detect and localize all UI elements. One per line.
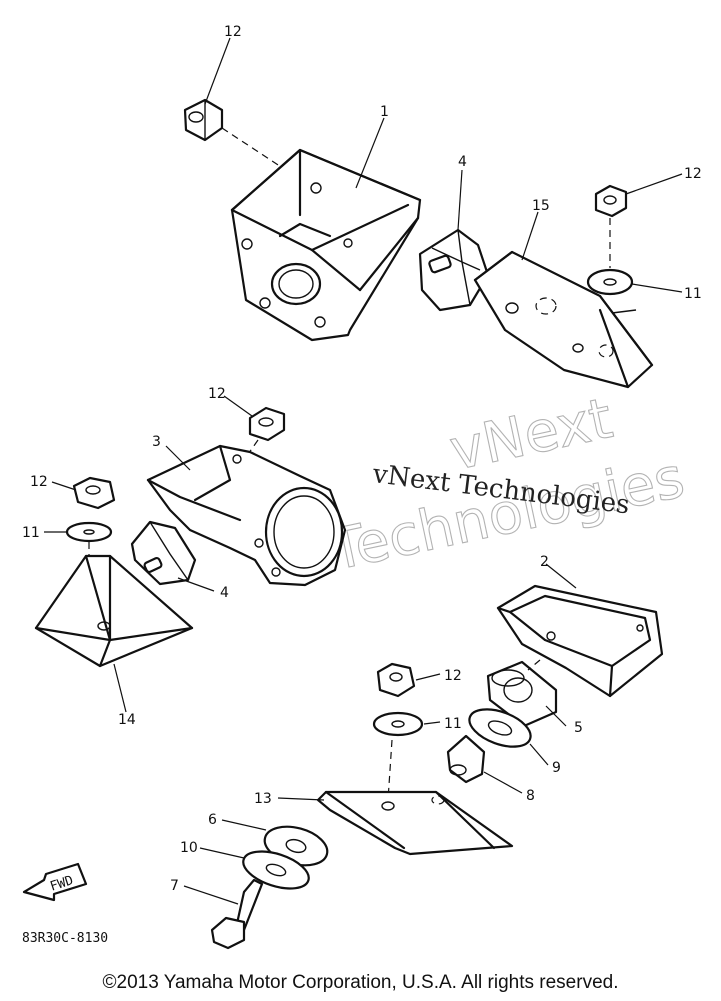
callout-3: 3: [152, 434, 161, 450]
part-1-bracket: [230, 148, 422, 342]
part-3-bracket: [146, 444, 347, 587]
fwd-direction-arrow: FWD: [22, 862, 88, 902]
callout-9: 9: [552, 760, 561, 776]
part-4-mount-middle: [130, 520, 197, 586]
copyright-notice: ©2013 Yamaha Motor Corporation, U.S.A. A…: [102, 972, 619, 993]
diagram-code: 83R30C-8130: [22, 931, 108, 946]
callout-7: 7: [170, 878, 179, 894]
callout-numbers: 12 1 4 15 12 11 12 3 12 11 4 14 2 12 11 …: [22, 24, 702, 894]
callout-14: 14: [118, 712, 136, 728]
callout-12-right: 12: [684, 166, 702, 182]
callout-12-top: 12: [224, 24, 242, 40]
callout-8: 8: [526, 788, 535, 804]
part-10-washer: [242, 850, 310, 890]
callout-4-middle: 4: [220, 585, 229, 601]
part-9-washer: [468, 708, 532, 748]
part-4-mount-top: [418, 228, 490, 312]
callout-11-lower: 11: [444, 716, 462, 732]
part-5-cushion: [486, 660, 558, 728]
part-7-bolt: [210, 878, 264, 950]
part-15-bracket: [473, 250, 654, 389]
callout-12-lower: 12: [444, 668, 462, 684]
callout-2: 2: [540, 554, 549, 570]
part-11-washer-right: [586, 268, 634, 296]
part-12-nut-top: [183, 98, 224, 142]
part-2-bracket: [496, 584, 664, 698]
fwd-label: FWD: [48, 873, 75, 895]
callout-15: 15: [532, 198, 550, 214]
callout-1: 1: [380, 104, 389, 120]
part-12-nut-right: [594, 184, 628, 218]
part-12-nut-lower: [376, 662, 416, 698]
part-12-nut-left: [72, 476, 116, 510]
part-8-collar: [446, 734, 486, 784]
callout-4-top: 4: [458, 154, 467, 170]
callout-6: 6: [208, 812, 217, 828]
callout-5: 5: [574, 720, 583, 736]
callout-11-right: 11: [684, 286, 702, 302]
callout-12-middle: 12: [208, 386, 226, 402]
part-11-washer-left: [65, 521, 113, 543]
callout-10: 10: [180, 840, 198, 856]
part-11-washer-lower: [372, 711, 424, 737]
leader-lines: [44, 37, 683, 905]
callout-11-left: 11: [22, 525, 40, 541]
part-13-bracket: [316, 790, 514, 856]
watermark: vNext Technologies vNext Technologies: [323, 386, 690, 585]
part-14-bracket: [34, 554, 194, 668]
part-12-nut-middle: [248, 406, 286, 442]
callout-13: 13: [254, 791, 272, 807]
callout-12-left: 12: [30, 474, 48, 490]
